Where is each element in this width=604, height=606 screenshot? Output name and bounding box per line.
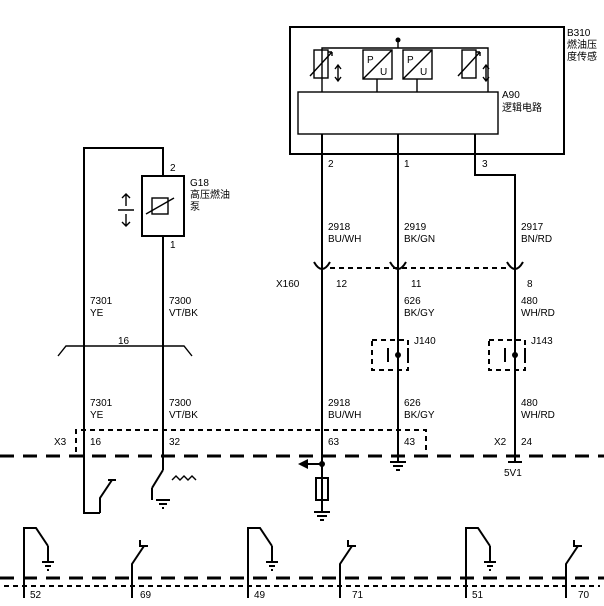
x160-id: X160	[276, 279, 300, 290]
b310-outline	[289, 26, 565, 155]
wire-2919-circuit: 2919	[404, 222, 427, 233]
b310-name-line2: 度传感	[567, 50, 597, 63]
wire-480-lower-color: WH/RD	[521, 410, 555, 421]
wire-7300-circuit: 7300	[169, 296, 192, 307]
x160-pin-11: 11	[411, 279, 422, 290]
ground-switch-49	[247, 527, 278, 598]
g18-id: G18	[190, 178, 209, 189]
bottom-pin-52: 52	[30, 590, 42, 601]
svg-text:U: U	[380, 67, 387, 78]
sensor-pin-3: 3	[482, 159, 488, 170]
x3-id: X3	[54, 437, 67, 448]
wire-7301-lower-circuit: 7301	[90, 398, 113, 409]
b310-name-line1: 燃油压	[567, 38, 597, 51]
ref-5v1: 5V1	[504, 468, 522, 479]
svg-text:P: P	[367, 55, 374, 66]
wire-480-circuit: 480	[521, 296, 538, 307]
wire-2919-color: BK/GN	[404, 234, 435, 245]
g18-name-line2: 泵	[190, 201, 200, 213]
wire-7301-circuit: 7301	[90, 296, 113, 307]
ecm-connector-dotted	[75, 429, 427, 452]
variable-resistor-icon	[309, 49, 342, 83]
wire-626-lower-circuit: 626	[404, 398, 421, 409]
x160-pin-12: 12	[336, 279, 348, 290]
wire-7301-color: YE	[90, 308, 104, 319]
wire-480-color: WH/RD	[521, 308, 555, 319]
wire-2918-lower-circuit: 2918	[328, 398, 351, 409]
ecm-pin-63: 63	[328, 437, 340, 448]
wire-480-lower-circuit: 480	[521, 398, 538, 409]
wire-7300-lower-color: VT/BK	[169, 410, 198, 421]
x3-pin-16: 16	[90, 437, 102, 448]
b310-sensor-module: B310 燃油压 度传感 P U P U	[289, 26, 597, 155]
svg-text:U: U	[420, 67, 427, 78]
wire-626-color: BK/GY	[404, 308, 435, 319]
switch-icon	[151, 469, 164, 500]
sensor-pin-2: 2	[328, 159, 334, 170]
ground-icon	[390, 461, 406, 471]
wire-7301-lower-color: YE	[90, 410, 104, 421]
pressure-converter-icon: P U	[402, 49, 433, 80]
twist-label: 16	[118, 336, 130, 347]
pressure-converter-icon: P U	[362, 49, 393, 80]
j143-id: J143	[531, 336, 553, 347]
wire-2917-circuit: 2917	[521, 222, 544, 233]
signal-arrow-icon	[298, 459, 325, 469]
wire-2918-circuit: 2918	[328, 222, 351, 233]
g18-pin-2: 2	[170, 163, 176, 174]
wire-2917-color: BN/RD	[521, 234, 552, 245]
bottom-pin-70: 70	[578, 590, 590, 601]
variable-resistor-icon	[457, 49, 490, 83]
ground-icon	[314, 511, 330, 521]
j140-id: J140	[414, 336, 436, 347]
j143-splice: J143	[488, 336, 553, 371]
x160-connector: X160 12 11 8	[276, 261, 533, 290]
ground-switch-51	[465, 527, 496, 598]
ecm-pin-43: 43	[404, 437, 416, 448]
a90-name: 逻辑电路	[502, 101, 542, 114]
ground-switch-52	[23, 527, 54, 598]
wire-2917-480	[474, 134, 516, 462]
wire-2918-lower-color: BU/WH	[328, 410, 361, 421]
wire-2918-color: BU/WH	[328, 234, 361, 245]
switch-icon	[99, 479, 116, 513]
bottom-pin-71: 71	[352, 590, 364, 601]
twisted-pair-marker: 16	[57, 336, 193, 357]
ground-icon	[156, 499, 170, 509]
x3-pin-32: 32	[169, 437, 181, 448]
x2-pin-24: 24	[521, 437, 533, 448]
wire-7300-color: VT/BK	[169, 308, 198, 319]
j140-splice: J140	[371, 336, 436, 371]
a90-id: A90	[502, 90, 520, 101]
wire-7301	[83, 147, 164, 514]
bottom-pin-49: 49	[254, 590, 266, 601]
wire-626-circuit: 626	[404, 296, 421, 307]
x160-pin-8: 8	[527, 279, 533, 290]
svg-text:P: P	[407, 55, 414, 66]
g18-name-line1: 高压燃油	[190, 188, 230, 201]
b310-id: B310	[567, 28, 591, 39]
wire-7300-lower-circuit: 7300	[169, 398, 192, 409]
wire-626-lower-color: BK/GY	[404, 410, 435, 421]
pwm-wave-icon	[171, 475, 197, 481]
bottom-pin-69: 69	[140, 590, 152, 601]
a90-logic-circuit	[297, 91, 499, 135]
g18-pin-1: 1	[170, 240, 176, 251]
bottom-pin-51: 51	[472, 590, 484, 601]
sensor-pin-1: 1	[404, 159, 410, 170]
x2-id: X2	[494, 437, 507, 448]
g18-fuel-pump: 2 1 G18 高压燃油 泵	[118, 163, 230, 251]
